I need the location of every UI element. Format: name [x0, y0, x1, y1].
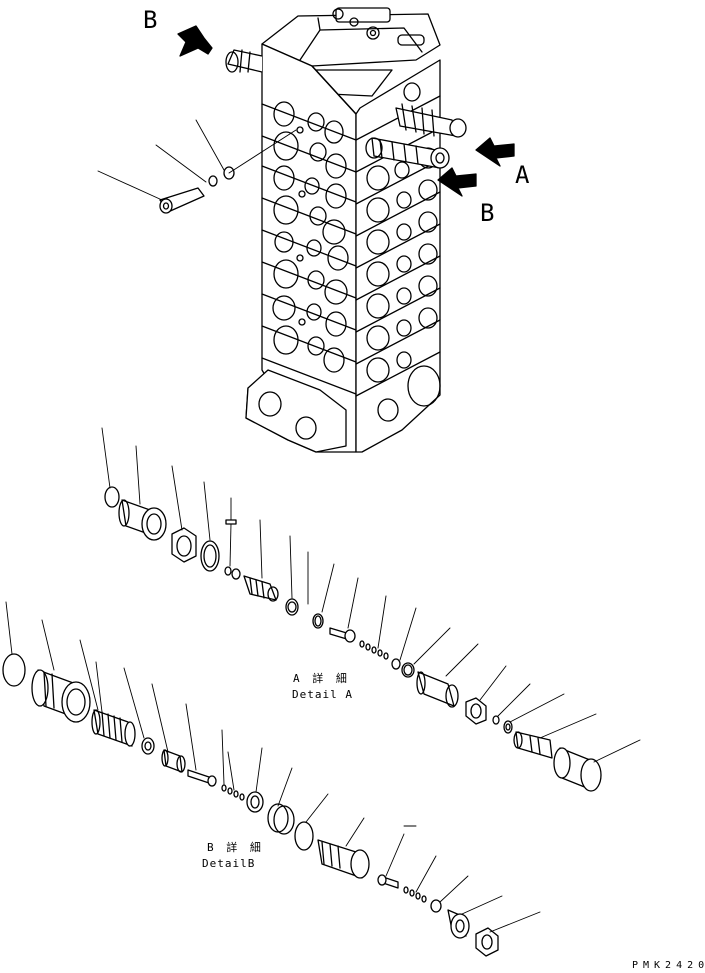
- detail-a-nut: [171, 527, 197, 563]
- detail-a-assembly: [101, 427, 641, 792]
- callout-b-right: B: [480, 199, 495, 227]
- detail-b-spool: [91, 709, 136, 747]
- valve-mounting-foot: [245, 369, 347, 453]
- arrow-b-right: [437, 167, 477, 197]
- detail-b-plug: [317, 839, 370, 879]
- detail-b-bolt: [377, 874, 399, 889]
- detail-b-sleeve: [161, 749, 186, 773]
- detail-b-title-en: DetailB: [202, 857, 256, 870]
- detail-a-screw: [513, 731, 553, 759]
- detail-b-housing: [31, 669, 91, 723]
- detail-b-assembly: [2, 601, 541, 957]
- detail-b-washer: [267, 803, 295, 835]
- detail-b-spring2: [403, 886, 427, 903]
- drawing-code: PMK2420: [632, 960, 705, 971]
- valve-relief-cartridges: [365, 103, 467, 169]
- detail-a-locknut: [465, 697, 487, 725]
- detail-b-pin: [187, 769, 217, 787]
- detail-b-nut: [475, 927, 499, 957]
- callout-a: A: [515, 161, 530, 189]
- valve-left-plug: [225, 49, 263, 73]
- arrow-b-upper: [177, 25, 213, 57]
- detail-a-adjuster: [416, 671, 459, 708]
- detail-a-spring: [359, 640, 389, 660]
- detail-a-title-jp: A 詳 細: [293, 672, 350, 685]
- upper-plug-assembly: [159, 129, 297, 214]
- callout-arrows: [177, 25, 515, 197]
- detail-b-seat: [447, 909, 470, 939]
- callout-b-upper: B: [143, 6, 158, 34]
- valve-front-ports: [272, 101, 349, 373]
- detail-a-poppet: [329, 627, 356, 643]
- detail-b-spring: [221, 784, 245, 801]
- detail-a-cap: [553, 747, 602, 792]
- detail-b-title-jp: B 詳 細: [207, 841, 264, 854]
- detail-a-title-en: Detail A: [292, 688, 353, 701]
- detail-a-spool: [243, 575, 279, 602]
- arrow-a: [475, 137, 515, 167]
- control-valve-body: [97, 7, 467, 453]
- detail-a-housing: [118, 499, 167, 541]
